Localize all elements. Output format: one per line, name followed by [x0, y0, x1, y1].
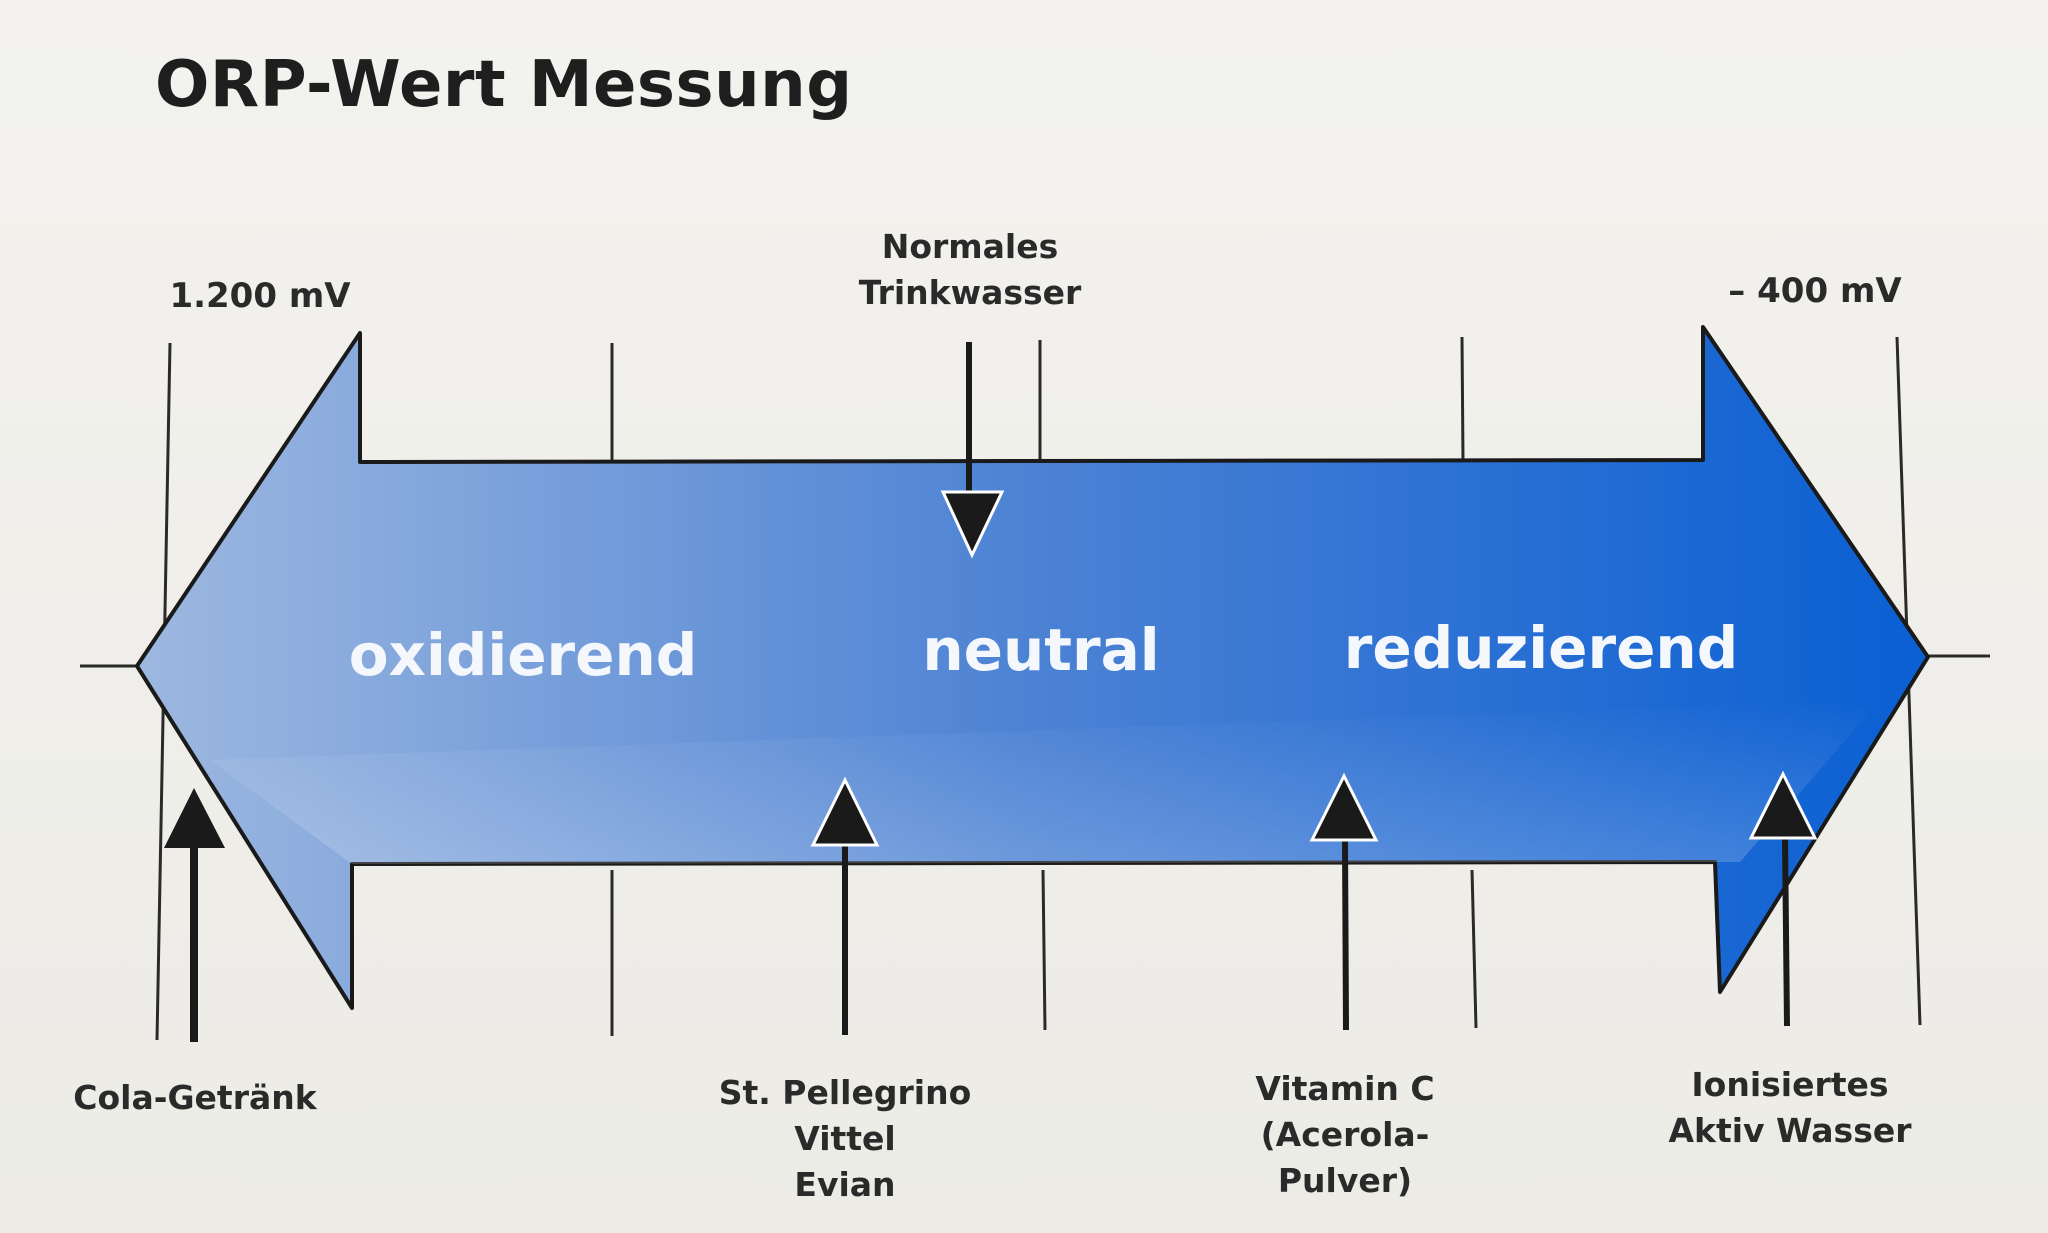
label-line: Ionisiertes: [1691, 1065, 1889, 1104]
label-vitamin-c: Vitamin C (Acerola-Pulver): [1195, 1066, 1495, 1204]
tick-line: [1460, 336, 1465, 461]
marker-shaft: [1782, 837, 1790, 1027]
arrowhead-up-icon: [1309, 772, 1379, 842]
label-line: (Acerola-Pulver): [1260, 1115, 1430, 1200]
zone-label-neutral: neutral: [922, 616, 1159, 684]
scale-right-label: – 400 mV: [1728, 271, 1902, 311]
scale-left-label: 1.200 mV: [169, 276, 351, 316]
label-ionisiertes: Ionisiertes Aktiv Wasser: [1650, 1062, 1930, 1154]
label-line: Vittel: [794, 1119, 896, 1158]
arrowhead-down-icon: [940, 490, 1005, 559]
arrowhead-up-icon: [810, 776, 880, 847]
label-line: Trinkwasser: [858, 273, 1082, 312]
label-line: Cola-Getränk: [73, 1078, 317, 1117]
label-line: Evian: [794, 1165, 896, 1204]
zone-label-oxidierend: oxidierend: [349, 621, 698, 689]
arrowhead-up-icon: [164, 788, 225, 848]
marker-ionisiertes: [1748, 770, 1818, 1027]
label-normales-trinkwasser: Normales Trinkwasser: [820, 224, 1120, 316]
marker-vitamin-c: [1309, 772, 1379, 1031]
marker-shaft: [1342, 839, 1349, 1031]
label-line: St. Pellegrino: [718, 1073, 972, 1112]
marker-cola: [164, 788, 225, 1042]
label-cola: Cola-Getränk: [60, 1075, 330, 1121]
arrowhead-up-icon: [1748, 770, 1818, 840]
label-line: Vitamin C: [1255, 1069, 1435, 1108]
tick-line: [1041, 869, 1047, 1031]
label-pellegrino: St. Pellegrino Vittel Evian: [700, 1070, 990, 1208]
label-line: Normales: [881, 227, 1059, 266]
marker-pellegrino: [810, 776, 880, 1035]
tick-line: [1470, 869, 1478, 1029]
label-line: Aktiv Wasser: [1668, 1111, 1912, 1150]
arrow-shine: [210, 700, 1880, 864]
page-title: ORP-Wert Messung: [155, 48, 853, 122]
zone-label-reduzierend: reduzierend: [1344, 614, 1738, 682]
marker-top-trinkwasser: [940, 342, 1005, 559]
